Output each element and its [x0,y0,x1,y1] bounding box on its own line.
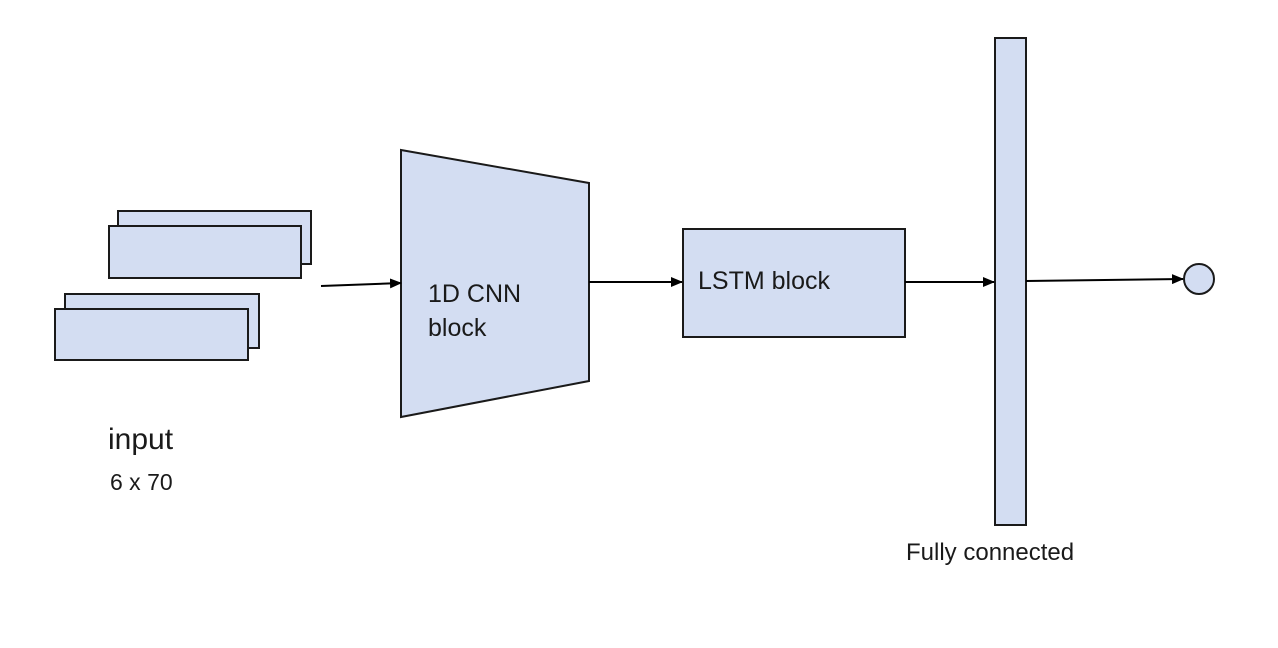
input-label: input [108,423,174,456]
fully-connected-label: Fully connected [906,539,1075,566]
input-sheet-front-bottom [54,308,249,361]
cnn-block-label-line2: block [428,314,487,342]
input-dimensions-label: 6 x 70 [110,469,173,495]
output-node [1183,263,1215,295]
input-sheet-front-top [108,225,302,279]
arrow-input-to-cnn [320,278,402,289]
fully-connected-layer-shape [994,37,1027,526]
cnn-block-label: 1D CNN block [428,277,521,345]
cnn-block-shape [400,148,590,419]
input-stack [54,210,312,361]
arrow-fc-to-output [1025,274,1184,285]
cnn-block-label-line1: 1D CNN [428,280,522,308]
lstm-block-label: LSTM block [698,267,830,295]
lstm-block-shape [682,228,906,338]
